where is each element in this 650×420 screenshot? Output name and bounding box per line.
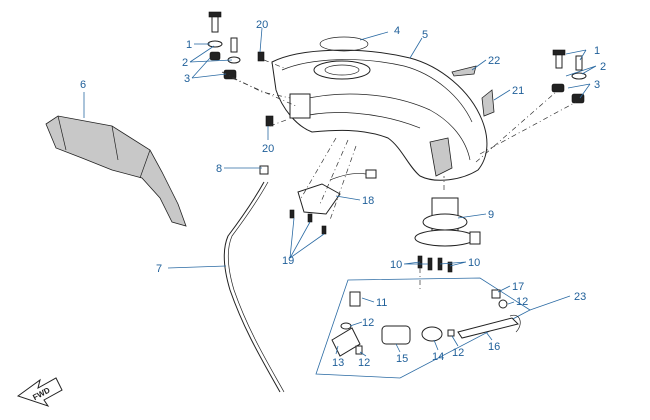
- callout-17: 17: [512, 281, 524, 293]
- callout-20-top: 20: [256, 19, 268, 31]
- leader-lines: [83, 27, 597, 357]
- callout-2-left: 2: [182, 57, 188, 69]
- callout-22: 22: [488, 55, 500, 67]
- callout-6: 6: [80, 79, 86, 91]
- callout-20-bottom: 20: [262, 143, 274, 155]
- callout-12-c: 12: [452, 347, 464, 359]
- part-hose: [223, 181, 285, 393]
- callout-4: 4: [394, 25, 400, 37]
- assembly-box-23: [315, 277, 531, 379]
- part-screws-19: [289, 209, 327, 235]
- part-mount-hardware-left: [207, 11, 241, 80]
- callout-9: 9: [488, 209, 494, 221]
- callout-1-right: 1: [594, 45, 600, 57]
- callout-14: 14: [432, 351, 444, 363]
- callout-8: 8: [216, 163, 222, 175]
- callout-7: 7: [156, 263, 162, 275]
- assembly-dash-lines: [221, 59, 577, 290]
- callout-21: 21: [512, 85, 524, 97]
- callout-1-left: 1: [186, 39, 192, 51]
- callout-12-b: 12: [358, 357, 370, 369]
- callout-3-left: 3: [184, 73, 190, 85]
- callout-16: 16: [488, 341, 500, 353]
- callout-12-a: 12: [362, 317, 374, 329]
- callout-15: 15: [396, 353, 408, 365]
- part-bolt-20: [257, 51, 274, 127]
- callout-labels: 1 2 3 1 2 3 4 5 6 7 8 9 10 10 11 12 12 1…: [80, 19, 606, 369]
- callout-3-right: 3: [594, 79, 600, 91]
- callout-12-d: 12: [516, 296, 528, 308]
- callout-23: 23: [574, 291, 586, 303]
- callout-2-right: 2: [600, 61, 606, 73]
- part-clamp: [259, 165, 269, 175]
- part-bracket: [297, 169, 377, 215]
- callout-5: 5: [422, 29, 428, 41]
- callout-13: 13: [332, 357, 344, 369]
- part-mount-hardware-right: [551, 49, 587, 104]
- callout-10-right: 10: [468, 257, 480, 269]
- part-fuel-pump: [414, 197, 481, 247]
- callout-19: 19: [282, 255, 294, 267]
- callout-11: 11: [376, 297, 387, 309]
- part-pad-21-22: [451, 65, 495, 117]
- part-heat-shield: [45, 115, 187, 227]
- part-fuel-tank: [271, 49, 488, 181]
- callout-10-left: 10: [390, 259, 402, 271]
- callout-18: 18: [362, 195, 374, 207]
- part-seal-ring: [319, 36, 369, 52]
- forward-arrow-icon: FWD: [16, 377, 63, 407]
